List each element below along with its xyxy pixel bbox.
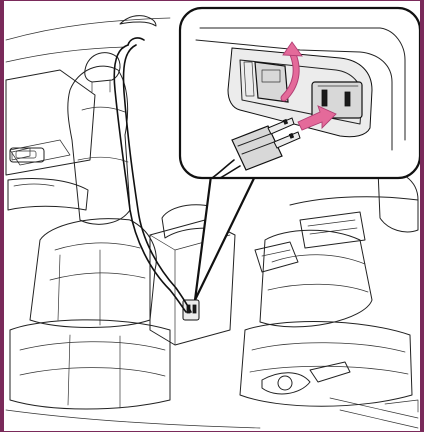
rear-outlet-slot-2 bbox=[193, 305, 196, 313]
driver-seat-stitch-1 bbox=[272, 255, 365, 264]
seat-knob-center bbox=[278, 376, 292, 390]
rear-seat-cushion bbox=[10, 320, 170, 409]
driver-seat-cushion bbox=[240, 322, 412, 407]
rear-seat-stitch-1 bbox=[55, 243, 140, 250]
door-armrest bbox=[10, 140, 70, 165]
socket-slot-right bbox=[345, 92, 350, 106]
steering-wheel bbox=[378, 170, 418, 232]
grab-handle bbox=[120, 16, 156, 26]
driver-cushion-stitch-2 bbox=[250, 366, 408, 374]
seat-lever bbox=[310, 362, 350, 382]
rear-cushion-stitch-2 bbox=[20, 368, 165, 376]
front-seat-stitch-1 bbox=[82, 107, 125, 112]
callout-pointer bbox=[195, 168, 258, 300]
detail-callout bbox=[180, 8, 420, 178]
headliner-trim bbox=[6, 47, 125, 62]
driver-cushion-stitch-1 bbox=[252, 343, 405, 352]
floor-line bbox=[6, 410, 260, 428]
seat-rail-end bbox=[385, 400, 418, 412]
rear-seat-stitch-2 bbox=[50, 273, 145, 280]
rear-cushion-seam-1 bbox=[68, 335, 70, 405]
headliner-line bbox=[6, 18, 170, 40]
door-handle-pocket bbox=[10, 148, 44, 162]
shifter-detail bbox=[262, 250, 290, 256]
dashboard-edge bbox=[290, 197, 418, 205]
socket-slot-left bbox=[322, 90, 327, 106]
door-storage-detail bbox=[14, 184, 54, 186]
rear-cushion-stitch-1 bbox=[20, 342, 165, 350]
driver-seat-stitch-2 bbox=[268, 284, 368, 292]
cable-top-loop bbox=[128, 38, 144, 45]
rear-seat-seam-1 bbox=[58, 255, 60, 320]
